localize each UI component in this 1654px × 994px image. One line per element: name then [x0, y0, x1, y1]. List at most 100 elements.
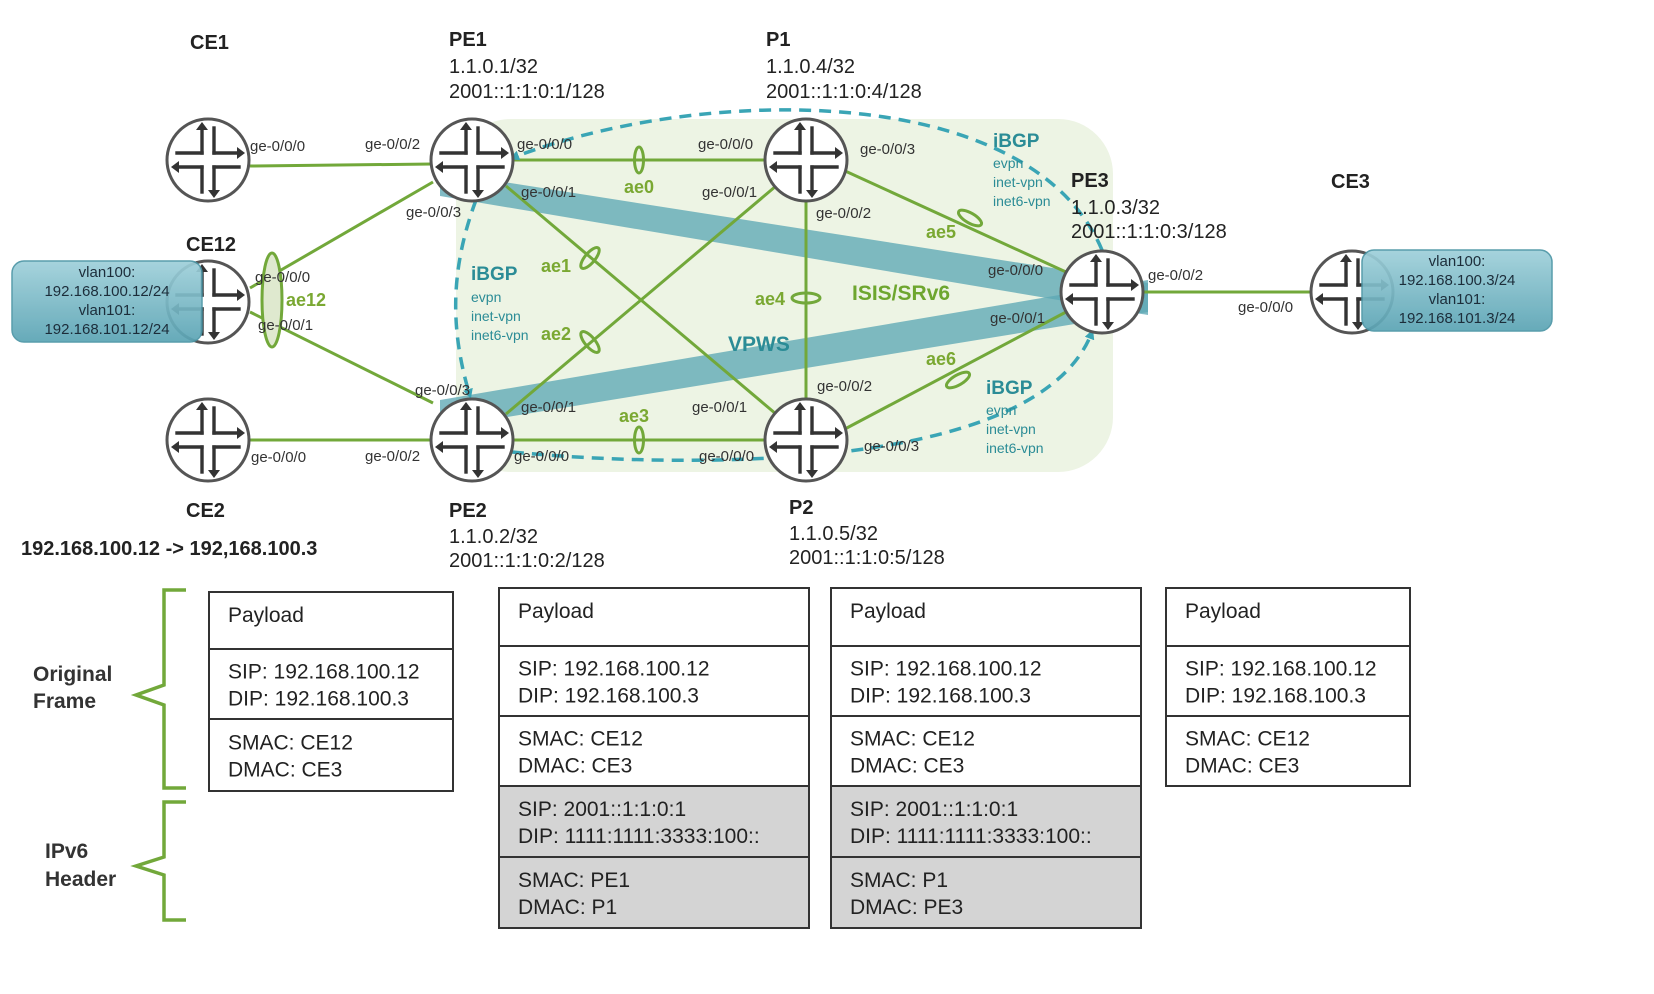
frame-layer [1165, 645, 1411, 717]
bgp-title: iBGP [471, 264, 518, 285]
interface-label: ge-0/0/0 [1238, 299, 1293, 316]
interface-label: ge-0/0/2 [1148, 267, 1203, 284]
protocol-label: ISIS/SRv6 [852, 282, 950, 305]
brace-original-frame [130, 588, 186, 790]
frame-layer-header [498, 785, 810, 858]
frame-field: DMAC: CE3 [850, 755, 964, 778]
frame-field: SMAC: P1 [850, 869, 948, 892]
ae-label: ae2 [541, 324, 571, 344]
ibgp-pe1-pe2 [453, 191, 484, 399]
router-p2[interactable] [763, 397, 849, 483]
ae-labels: ae0 ae1 ae2 ae3 ae4 ae5 ae6 ae12 [286, 177, 956, 426]
bgp-family: inet-vpn [471, 308, 521, 324]
router-name: PE3 [1071, 170, 1109, 192]
router-icon [429, 117, 515, 203]
interface-label: ge-0/0/0 [255, 269, 310, 286]
frame-field: DMAC: CE3 [1185, 755, 1299, 778]
router-p1[interactable] [763, 117, 849, 203]
bgp-title: iBGP [986, 378, 1033, 399]
brace-ipv6-header [130, 800, 186, 922]
flow-label: 192.168.100.12 -> 192,168.100.3 [21, 538, 317, 560]
frame-field: SIP: 192.168.100.12 [228, 661, 420, 684]
frame-field: SMAC: PE1 [518, 869, 630, 892]
interface-labels: ge-0/0/0 ge-0/0/2 ge-0/0/0 ge-0/0/1 ge-0… [250, 136, 1293, 466]
lag-ae4 [790, 291, 822, 305]
side-label: Original [33, 663, 112, 686]
router-ce2[interactable] [165, 397, 251, 483]
interface-label: ge-0/0/1 [521, 184, 576, 201]
frame-field: Payload [518, 600, 594, 623]
router-name: PE2 [449, 500, 487, 522]
ibgp-label-pe2-pe3: iBGP evpn inet-vpn inet6-vpn [986, 378, 1044, 456]
frame-field: DMAC: CE3 [518, 755, 632, 778]
vlan-line: vlan101: [79, 302, 136, 319]
ae-label: ae5 [926, 222, 956, 242]
router-address: 1.1.0.2/32 [449, 526, 538, 548]
frame-layer [498, 587, 810, 647]
frame-field: SIP: 192.168.100.12 [518, 658, 710, 681]
router-address: 2001::1:1:0:4/128 [766, 81, 922, 103]
router-address: 2001::1:1:0:5/128 [789, 547, 945, 569]
vlan-line: vlan100: [79, 264, 136, 281]
interface-label: ge-0/0/0 [699, 448, 754, 465]
interface-label: ge-0/0/1 [702, 184, 757, 201]
frame-layer [1165, 715, 1411, 787]
ibgp-label-pe1-pe2: iBGP evpn inet-vpn inet6-vpn [471, 264, 529, 343]
vlan-line: 192.168.100.3/24 [1399, 272, 1516, 289]
frame-layer [830, 715, 1142, 787]
ce3-vlan-box: vlan100: 192.168.100.3/24 vlan101: 192.1… [1361, 249, 1553, 332]
frame-field: SIP: 2001::1:1:0:1 [518, 798, 686, 821]
ibgp-pe2-pe3 [504, 329, 1095, 463]
router-address: 2001::1:1:0:2/128 [449, 550, 605, 572]
interface-label: ge-0/0/0 [988, 262, 1043, 279]
frame-layer [830, 645, 1142, 717]
frame-layer [498, 645, 810, 717]
interface-label: ge-0/0/2 [365, 448, 420, 465]
interface-label: ge-0/0/0 [517, 136, 572, 153]
vlan-line: 192.168.101.12/24 [44, 321, 169, 338]
bgp-family: evpn [471, 289, 501, 305]
interface-label: ge-0/0/1 [692, 399, 747, 416]
ae-label: ae6 [926, 349, 956, 369]
frame-field: SMAC: CE12 [518, 728, 643, 751]
frame-layer [208, 591, 454, 650]
service-label: VPWS [728, 333, 790, 356]
ae-label: ae1 [541, 256, 571, 276]
bgp-family: inet-vpn [993, 174, 1043, 190]
frame-field: DIP: 192.168.100.3 [518, 685, 699, 708]
router-name: CE2 [186, 500, 225, 522]
side-label: Frame [33, 690, 96, 713]
bgp-title: iBGP [993, 131, 1040, 152]
router-icon [1059, 249, 1145, 335]
interface-label: ge-0/0/3 [864, 438, 919, 455]
frame-field: SIP: 192.168.100.12 [850, 658, 1042, 681]
router-address: 1.1.0.3/32 [1071, 197, 1160, 219]
frame-field: DIP: 192.168.100.3 [850, 685, 1031, 708]
interface-label: ge-0/0/0 [250, 138, 305, 155]
router-icon [165, 397, 251, 483]
bgp-family: evpn [986, 402, 1016, 418]
interface-label: ge-0/0/2 [816, 205, 871, 222]
router-ce1[interactable] [165, 117, 251, 203]
lag-ae12 [260, 251, 284, 349]
ae-label: ae3 [619, 406, 649, 426]
router-pe1[interactable] [429, 117, 515, 203]
frame-field: DMAC: P1 [518, 896, 617, 919]
frame-field: DIP: 192.168.100.3 [228, 688, 409, 711]
router-pe3[interactable] [1059, 249, 1145, 335]
router-icon [763, 397, 849, 483]
ibgp-label-pe1-pe3: iBGP evpn inet-vpn inet6-vpn [993, 131, 1051, 209]
ae-label: ae12 [286, 290, 326, 310]
frame-field: DIP: 1111:1111:3333:100:: [518, 825, 760, 848]
frame-field: DMAC: CE3 [228, 759, 342, 782]
frame-layer-header [830, 856, 1142, 929]
router-name: P1 [766, 29, 790, 51]
frame-layer [1165, 587, 1411, 647]
vlan-line: 192.168.100.12/24 [44, 283, 169, 300]
router-pe2[interactable] [429, 397, 515, 483]
router-address: 1.1.0.5/32 [789, 523, 878, 545]
frame-layer [498, 715, 810, 787]
ce12-vlan-box: vlan100: 192.168.100.12/24 vlan101: 192.… [11, 260, 203, 343]
